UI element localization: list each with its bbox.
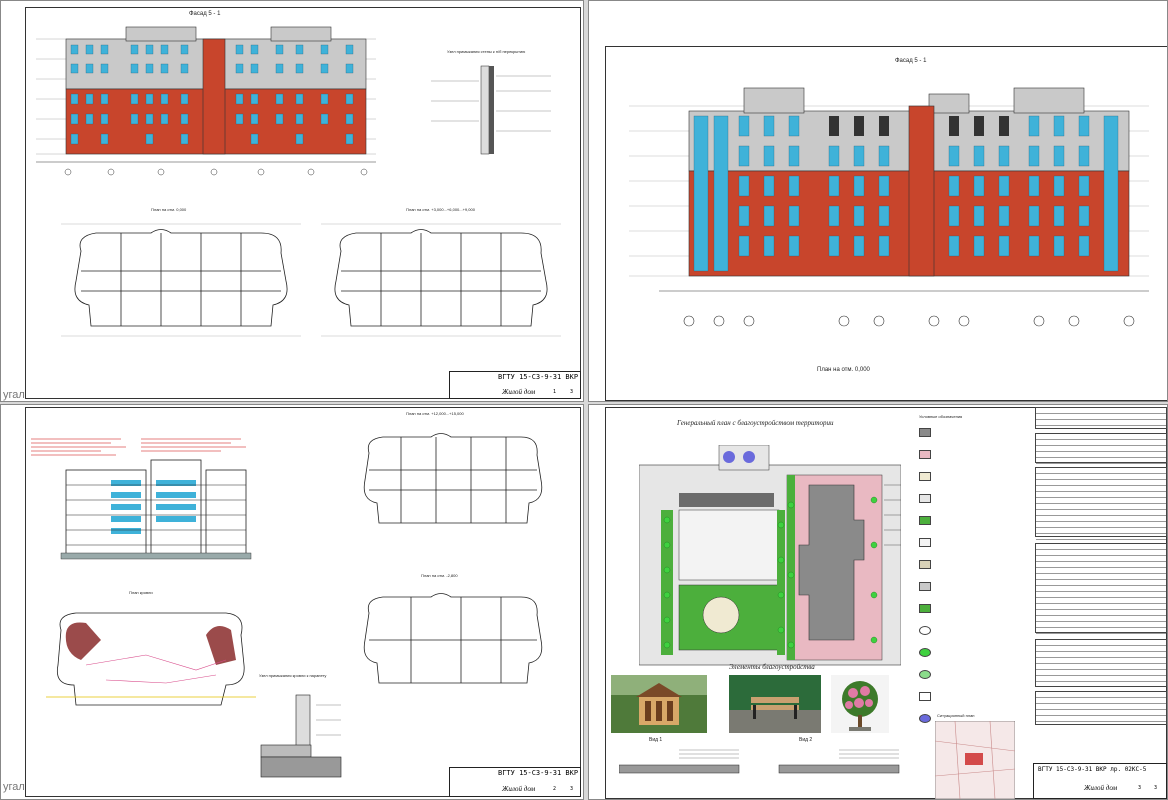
legend-item [919, 465, 1019, 487]
photo1-caption: Вид 1 [649, 737, 663, 743]
stamp-code: ВГТУ 15-СЗ-9-31 ВКР лр. 02КС-5 [1038, 766, 1147, 773]
photo-gazebo [611, 675, 707, 733]
sheet-genplan: Генеральный план с благоустройством терр… [588, 404, 1168, 800]
legend-item [919, 707, 1019, 729]
elements-title: Элементы благоустройства [729, 663, 815, 671]
section-strips [619, 749, 900, 774]
site-plan [639, 445, 901, 666]
facade-title: Фасад 5 - 1 [895, 58, 927, 64]
sheet-section-plans: План кровли План на отм. +12,000...+15,0… [0, 404, 584, 800]
stamp-title: Жилой дом [502, 785, 536, 793]
facade-drawing [36, 26, 376, 176]
situation-title: Ситуационный план [937, 713, 975, 718]
table-plantings [1035, 639, 1167, 687]
basement-plan [363, 593, 543, 684]
photo2-caption: Вид 2 [799, 737, 813, 743]
node-detail [431, 65, 551, 155]
legend-item [919, 575, 1019, 597]
plan-caption: План на отм. 0,000 [817, 367, 870, 373]
situation-plan [935, 721, 1015, 799]
roof-title: План кровли [129, 590, 153, 595]
facade-title: Фасад 5 - 1 [189, 11, 221, 17]
roof-plan [46, 612, 256, 706]
stamp-code: ВГТУ 15-СЗ-9-31 ВКР [498, 769, 579, 777]
legend-item [919, 553, 1019, 575]
stamp-sheet-count: 3 [1154, 785, 1158, 791]
stamp-sheet-number: 1 [553, 389, 557, 395]
roof-node-detail [260, 694, 342, 778]
watermark: угал [3, 389, 25, 401]
notes-block [31, 438, 246, 456]
table-area [1035, 433, 1167, 464]
table-indicators [1035, 467, 1167, 540]
table-elements [1035, 543, 1167, 634]
title-block: ВГТУ 15-СЗ-9-31 ВКР Жилой дом 2 3 [449, 767, 581, 797]
stamp-sheet-count: 3 [570, 786, 574, 792]
legend-item [919, 619, 1019, 641]
facade-large-drawing [629, 87, 1149, 327]
node-title: Узел примыкания кровли к парапету [259, 673, 327, 678]
legend-item [919, 531, 1019, 553]
legend-item [919, 443, 1019, 465]
legend-item [919, 597, 1019, 619]
legend-title: Условные обозначения [919, 414, 963, 419]
legend-item [919, 509, 1019, 531]
stamp-code: ВГТУ 15-СЗ-9-31 ВКР [498, 373, 579, 381]
sheet-facade-plans: Фасад 5 - 1 [0, 0, 584, 402]
floor-plan-right [321, 223, 561, 337]
title-block: ВГТУ 15-СЗ-9-31 ВКР лр. 02КС-5 Жилой дом… [1033, 763, 1167, 799]
stamp-sheet-count: 3 [570, 389, 574, 395]
plan-top-title: План на отм. +12,000...+15,000 [406, 411, 464, 416]
genplan-title: Генеральный план с благоустройством терр… [677, 419, 834, 427]
node-title: Узел примыкания стены к н/б перекрытию [447, 49, 526, 54]
legend-item [919, 685, 1019, 707]
plan-left-title: План на отм. 0,000 [151, 207, 187, 212]
legend-item [919, 641, 1019, 663]
stamp-title: Жилой дом [502, 388, 536, 396]
table-general [1035, 407, 1167, 429]
legend-item [919, 663, 1019, 685]
floor-plan-upper [363, 433, 543, 524]
stamp-title: Жилой дом [1084, 784, 1118, 792]
sheet-facade-large: Фасад 5 - 1 [588, 0, 1168, 402]
watermark: угал [3, 781, 25, 793]
plan-mid-title: План на отм. -2,800 [421, 573, 458, 578]
stamp-sheet-number: 3 [1138, 785, 1142, 791]
legend-item [919, 487, 1019, 509]
sheet-frame [25, 7, 581, 399]
sheet-frame [605, 46, 1167, 401]
section-drawing [60, 459, 252, 560]
legend [919, 421, 1019, 729]
title-block: ВГТУ 15-СЗ-9-31 ВКР Жилой дом 1 3 [449, 371, 581, 399]
stamp-sheet-number: 2 [553, 786, 557, 792]
photo-tree [831, 675, 889, 733]
photo-bench [729, 675, 821, 733]
sheet-frame [25, 407, 581, 797]
plan-right-title: План на отм. +3,000...+6,000...+9,000 [406, 207, 475, 212]
table-coverings [1035, 691, 1167, 725]
floor-plan-left [61, 223, 301, 337]
legend-item [919, 421, 1019, 443]
